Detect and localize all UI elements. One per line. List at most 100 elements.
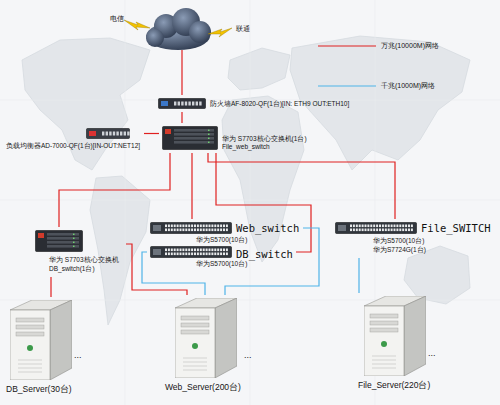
- port: [211, 229, 213, 232]
- vent-line: [372, 360, 396, 361]
- web-switch: Web_switch 华为S5700(10台): [147, 219, 303, 248]
- port: [203, 253, 205, 256]
- lightning-bolt: [208, 28, 232, 37]
- port: [174, 253, 176, 256]
- drive-slot: [181, 330, 209, 334]
- port: [192, 102, 194, 106]
- ten-gigabit-link: [181, 112, 182, 123]
- port: [185, 102, 187, 106]
- ten-gigabit-link: [50, 277, 51, 297]
- vent-line: [18, 360, 42, 361]
- port: [197, 229, 199, 232]
- port: [197, 225, 199, 228]
- device-logo: [38, 233, 44, 238]
- ten-gigabit-link: [59, 153, 170, 227]
- port: [185, 253, 187, 256]
- status-led: [208, 138, 210, 139]
- drive-slot: [370, 314, 398, 318]
- device-icon: [162, 126, 218, 150]
- port: [180, 249, 182, 252]
- device-body: [36, 231, 83, 252]
- port: [223, 229, 225, 232]
- cloud-part: [146, 29, 164, 47]
- port: [223, 249, 225, 252]
- legend-text: 万兆(10000M)网络: [381, 42, 439, 50]
- port: [223, 253, 225, 256]
- port: [217, 253, 219, 256]
- port: [211, 225, 213, 228]
- more-servers-mark: ...: [244, 350, 252, 360]
- port: [188, 253, 190, 256]
- line-card: [174, 137, 214, 140]
- db-switch: DB_switch华为S5700(10台): [147, 243, 296, 272]
- port: [370, 229, 372, 232]
- server-side: [404, 296, 426, 376]
- vent-line: [372, 368, 396, 369]
- port: [211, 253, 213, 256]
- status-led: [73, 234, 75, 235]
- port: [217, 249, 219, 252]
- port: [165, 253, 167, 256]
- device-label: 华为S5700(10台): [196, 236, 247, 245]
- legend: [318, 46, 376, 86]
- port: [209, 225, 211, 228]
- port: [124, 132, 126, 136]
- port: [388, 225, 390, 228]
- firewall-device: 防火墙AF-8020-QF(1台)[IN: ETH9 OUT:ETH10]: [155, 95, 353, 112]
- port: [214, 249, 216, 252]
- line-card: [174, 129, 214, 132]
- port: [405, 225, 407, 228]
- north-america: [22, 38, 150, 170]
- lightning-bolt: [124, 20, 150, 30]
- vent-line: [183, 370, 207, 371]
- port: [220, 249, 222, 252]
- port: [226, 253, 228, 256]
- port: [180, 225, 182, 228]
- port: [181, 102, 183, 106]
- port: [203, 249, 205, 252]
- core-switch: 华为 S7703核心交换机(1台)File_web_switch: [159, 123, 310, 153]
- device-body: [87, 129, 130, 139]
- vent-line: [183, 362, 207, 363]
- port: [206, 229, 208, 232]
- port: [197, 249, 199, 252]
- port: [385, 229, 387, 232]
- power-light: [27, 345, 33, 351]
- port: [388, 229, 390, 232]
- gigabit-link: [358, 258, 359, 293]
- port: [226, 229, 228, 232]
- port: [373, 225, 375, 228]
- port: [168, 253, 170, 256]
- port: [188, 225, 190, 228]
- port: [177, 229, 179, 232]
- port: [379, 225, 381, 228]
- port: [168, 225, 170, 228]
- port: [171, 249, 173, 252]
- port: [200, 249, 202, 252]
- port: [206, 249, 208, 252]
- port: [197, 253, 199, 256]
- port: [182, 225, 184, 228]
- device-icon: [150, 222, 232, 234]
- legend-text: 千兆(1000M)网络: [381, 82, 435, 90]
- vent-line: [183, 366, 207, 367]
- drive-slot: [16, 332, 44, 336]
- switch-name: File_SWITCH: [421, 222, 491, 234]
- file-server: File_Server(220台): [355, 293, 434, 395]
- switch-name: Web_switch: [236, 222, 299, 234]
- server-caption: Web_Server(200台): [165, 382, 241, 394]
- port: [174, 229, 176, 232]
- isp-label: 电信: [110, 15, 124, 23]
- device-logo: [165, 129, 171, 134]
- port: [191, 249, 193, 252]
- port: [188, 102, 190, 106]
- port: [365, 229, 367, 232]
- port: [402, 229, 404, 232]
- port: [411, 225, 413, 228]
- port: [185, 225, 187, 228]
- device-body: [159, 99, 206, 109]
- port: [405, 229, 407, 232]
- port: [396, 229, 398, 232]
- port: [359, 225, 361, 228]
